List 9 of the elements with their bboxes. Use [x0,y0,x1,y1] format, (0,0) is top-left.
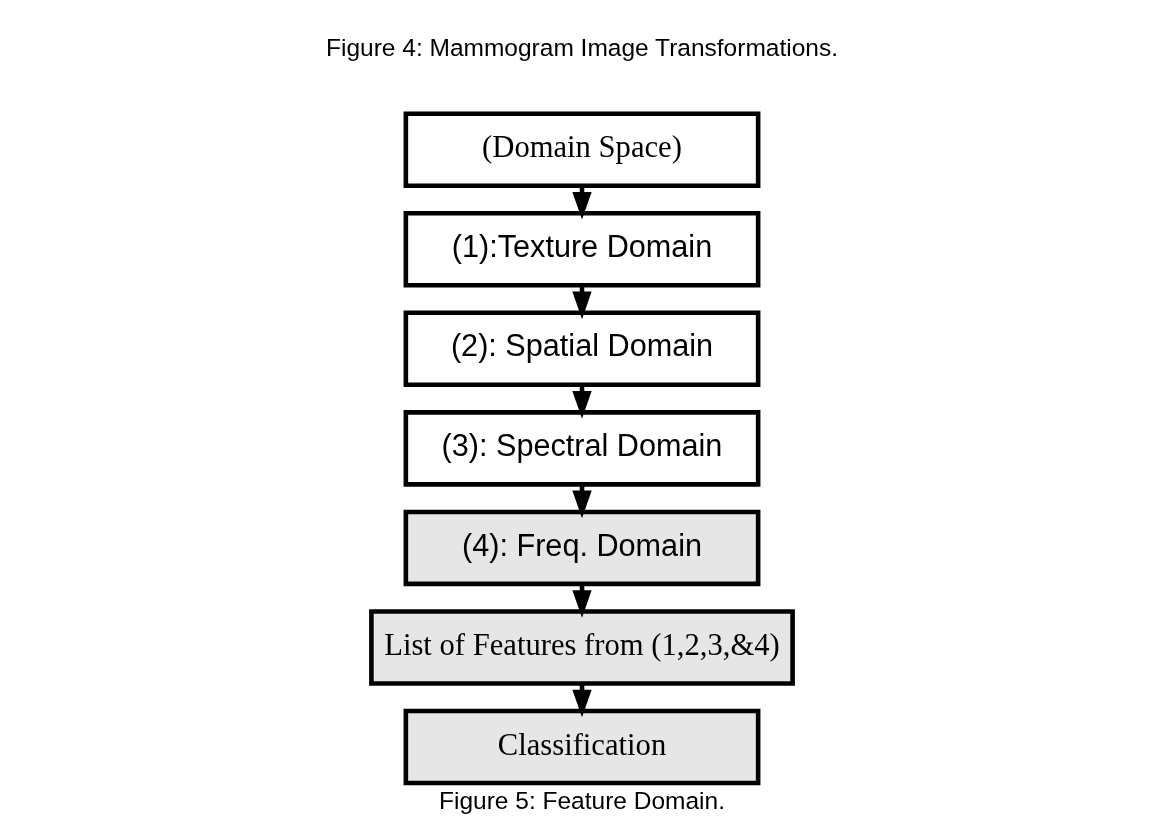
label: Figure 4: Mammogram Image Transformations. [325,33,838,61]
node-box: Classification [403,708,760,786]
caption: Figure 5: Feature Domain. [438,786,725,814]
node-box: (4): Freq. Domain [403,509,760,587]
node-box: (Domain Space) [403,111,760,188]
node-box: (2): Spatial Domain [403,310,760,388]
node-box: (1):Texture Domain [403,210,760,288]
node-box: (3): Spectral Domain [403,410,760,487]
node-box: List of Features from (1,2,3,&4) [368,609,795,686]
